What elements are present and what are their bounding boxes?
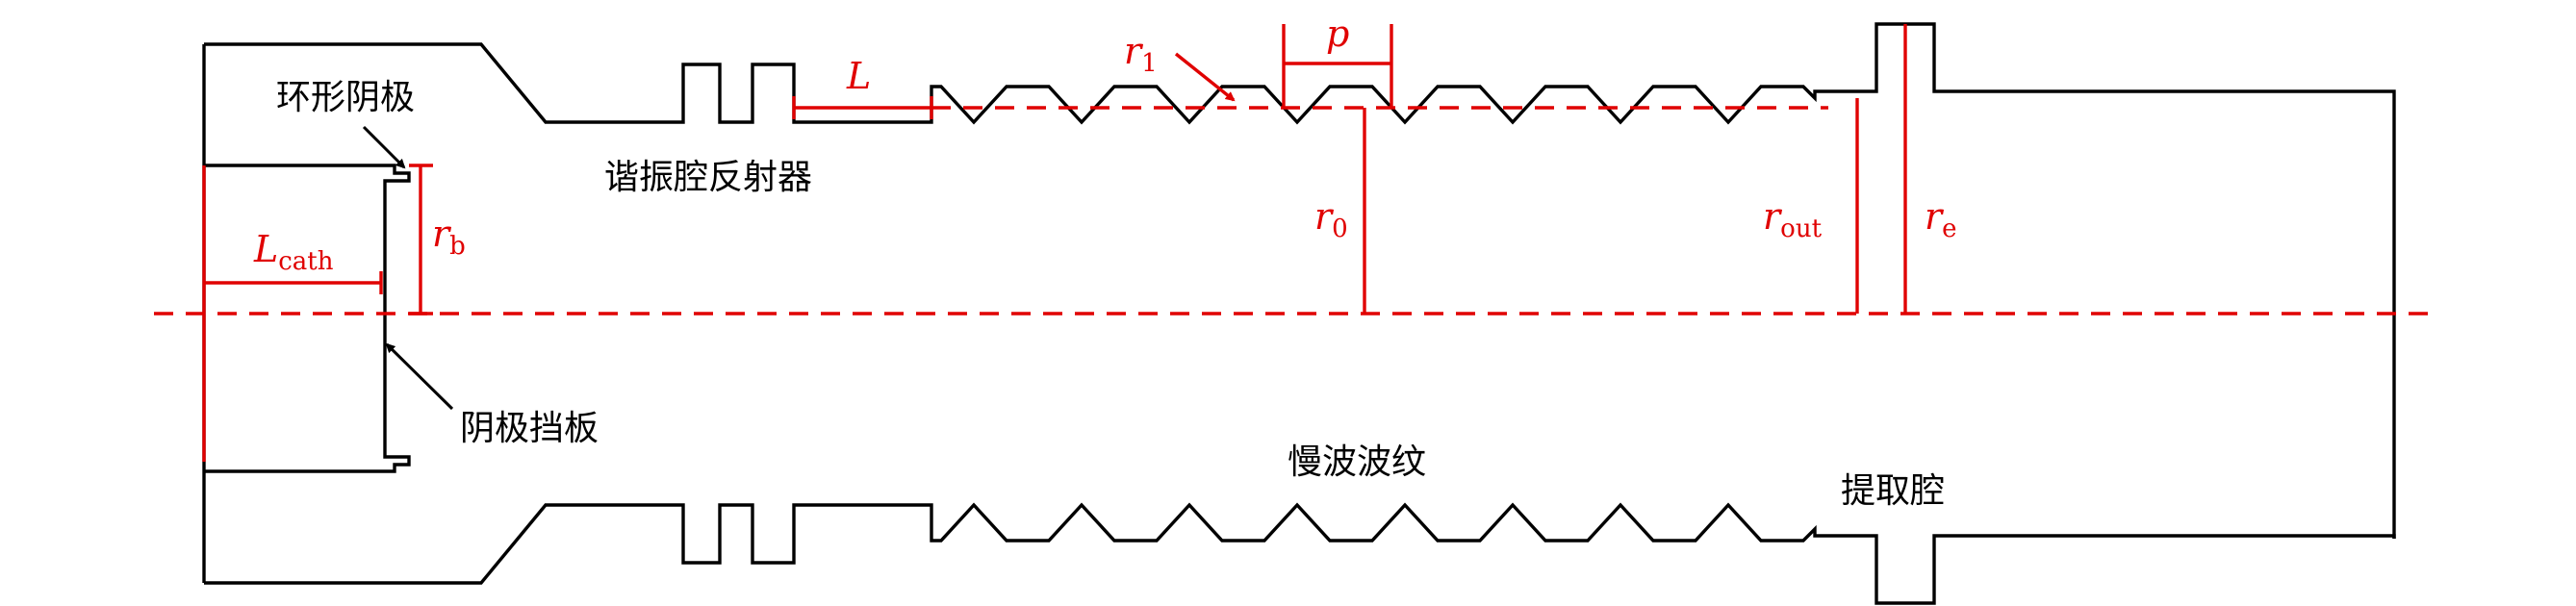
r-out-symbol-label: rout xyxy=(1763,195,1823,243)
r-0-symbol-label: r0 xyxy=(1314,195,1348,243)
r-1-leader-arrow xyxy=(1174,52,1236,102)
annular-cathode-upper xyxy=(204,164,411,473)
r-b-symbol-label: rb xyxy=(432,213,466,261)
annular-cathode-label: 环形阴极 xyxy=(276,78,415,117)
slow-wave-corrugation-label: 慢波波纹 xyxy=(1288,442,1426,482)
extraction-cavity-label: 提取腔 xyxy=(1841,471,1945,511)
cathode-baffle-leader-arrow xyxy=(385,342,454,411)
annular-cathode-leader-arrow xyxy=(362,125,406,169)
p-symbol-label: p xyxy=(1326,13,1349,55)
lower-wall-outline xyxy=(204,502,2396,605)
l-cath-symbol-label: Lcath xyxy=(253,228,334,276)
upper-wall-outline xyxy=(204,22,2396,539)
resonant-reflector-label: 谐振腔反射器 xyxy=(604,158,812,197)
r-1-symbol-label: r1 xyxy=(1124,30,1158,78)
cathode-baffle-label: 阴极挡板 xyxy=(460,409,599,448)
r-e-symbol-label: re xyxy=(1925,195,1957,243)
l-symbol-label: L xyxy=(846,55,871,97)
